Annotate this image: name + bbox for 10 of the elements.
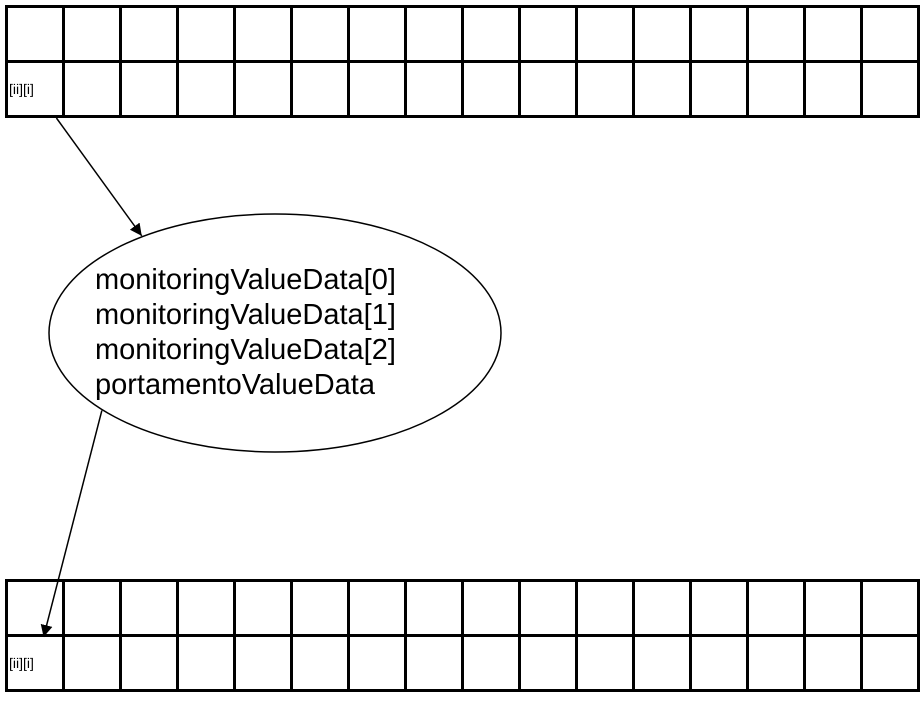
index-cell: [ii][i] xyxy=(8,637,65,692)
array-grid xyxy=(5,5,920,118)
arrow xyxy=(56,118,142,236)
array-grid xyxy=(5,579,920,692)
variable-name: monitoringValueData[2] xyxy=(95,333,396,368)
data-ellipse xyxy=(48,213,502,453)
index-cell: [ii][i] xyxy=(8,63,65,118)
variable-name: portamentoValueData xyxy=(95,368,375,403)
variable-name: monitoringValueData[0] xyxy=(95,263,396,298)
variable-name: monitoringValueData[1] xyxy=(95,298,396,333)
